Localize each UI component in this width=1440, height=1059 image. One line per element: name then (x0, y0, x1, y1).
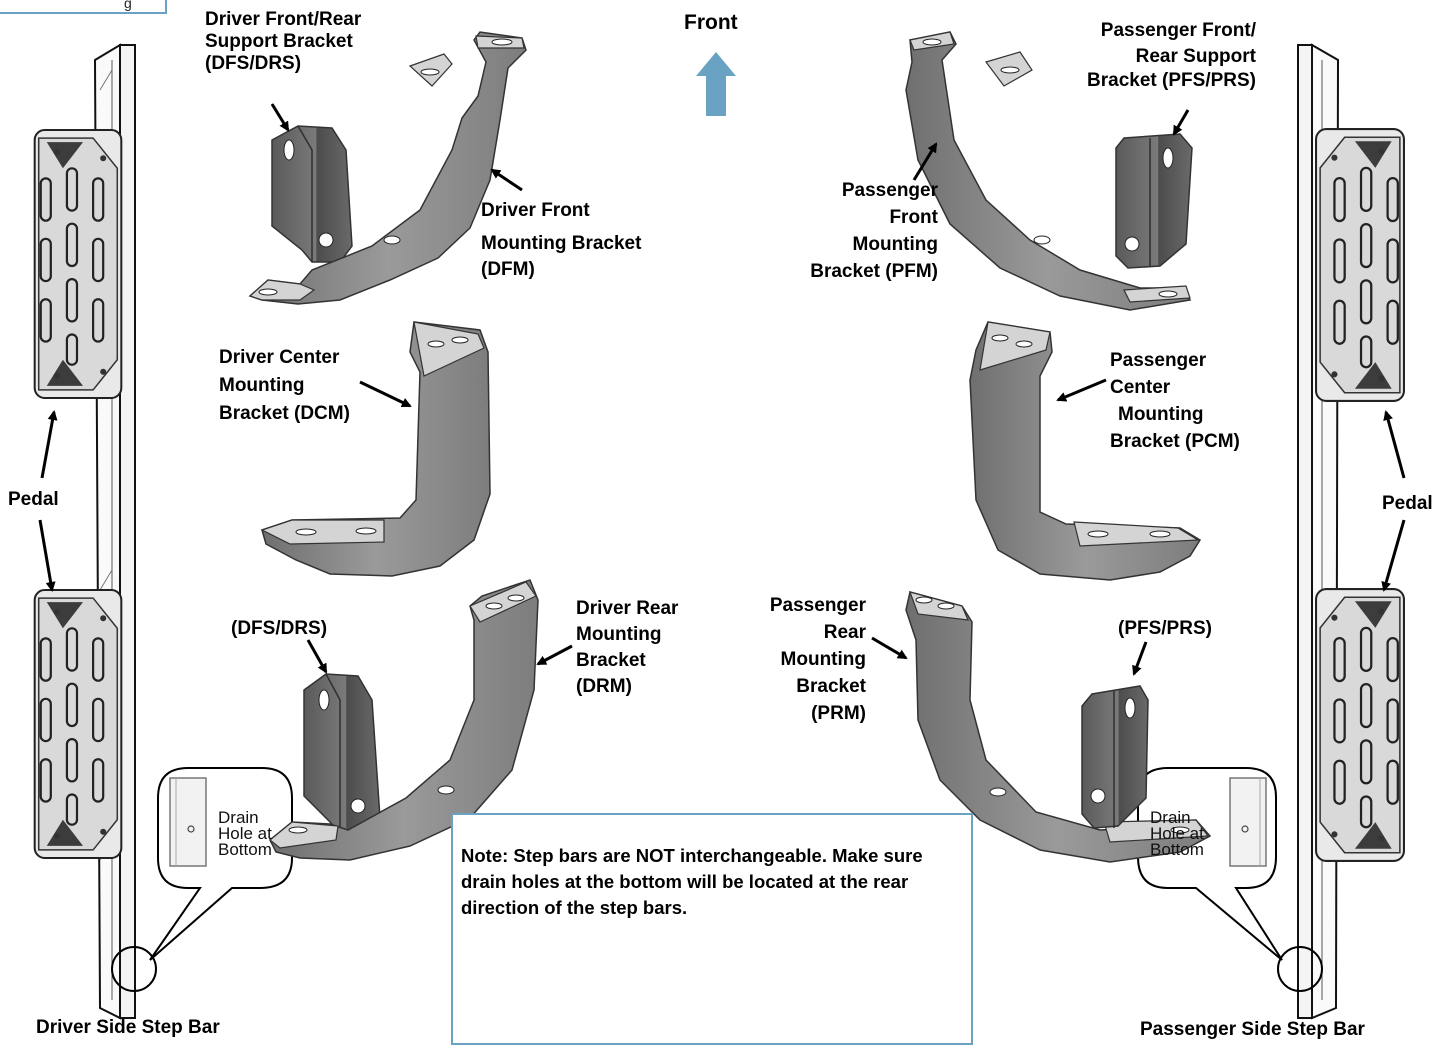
drain-callout-text-right: Drain Hole at Bottom (1150, 808, 1204, 859)
note-box: Note: Step bars are NOT interchangeable.… (451, 813, 973, 1045)
drain-hole-circle-right (1277, 946, 1323, 992)
label-pcm: Passenger Center Mounting Bracket (PCM) (1110, 350, 1240, 453)
drain-callout-right (1137, 767, 1283, 961)
driver-pedal-lower (33, 588, 123, 860)
label-dfs-drs-top: Driver Front/Rear Support Bracket (DFS/D… (205, 9, 361, 75)
label-line: Bracket (576, 650, 646, 671)
passenger-center-mounting-bracket (969, 321, 1202, 581)
passenger-step-bar (1277, 43, 1406, 1020)
label-line: Bracket (PCM) (1110, 431, 1240, 452)
driver-front-mounting-bracket (248, 31, 527, 305)
label-pedal-right: Pedal (1382, 493, 1433, 514)
label-line: Bracket (796, 676, 866, 697)
passenger-support-bracket-top (1115, 133, 1193, 269)
label-line: (DFS/DRS) (205, 53, 302, 74)
passenger-rear-mounting-bracket (905, 591, 1212, 863)
corner-tab-text: g (124, 0, 132, 11)
label-dcm: Driver Center Mounting Bracket (DCM) (219, 347, 350, 425)
label-line: Front (889, 207, 938, 228)
label-line: Passenger Front/ (1100, 20, 1256, 41)
label-dfs-drs-bottom: (DFS/DRS) (231, 618, 328, 639)
label-line: Bracket (PFM) (810, 261, 938, 282)
label-line: (DFM) (481, 259, 535, 280)
label-prm: Passenger Rear Mounting Bracket (PRM) (756, 595, 866, 725)
label-line: Passenger (1110, 350, 1207, 371)
label-line: Mounting (1118, 404, 1204, 425)
label-line: Driver Rear (576, 598, 679, 619)
passenger-front-mounting-bracket (905, 31, 1192, 311)
label-line: Mounting (852, 234, 938, 255)
callout-line: Hole at (218, 824, 272, 843)
label-line: Passenger (841, 180, 938, 201)
front-arrow (696, 52, 736, 116)
label-line: Driver Front (481, 200, 590, 221)
driver-support-bracket-top (271, 125, 353, 263)
label-line: Passenger (769, 595, 866, 616)
label-pfs-prs-top: Passenger Front/ Rear Support Bracket (P… (1060, 20, 1256, 92)
driver-pedal-upper (33, 128, 123, 400)
label-line: Rear Support (1135, 46, 1256, 67)
passenger-support-bracket-bottom (1081, 685, 1149, 829)
label-line: Bracket (PFS/PRS) (1087, 70, 1256, 91)
label-pfs-prs-bottom: (PFS/PRS) (1118, 618, 1212, 639)
passenger-pedal-upper (1314, 127, 1406, 403)
label-line: Bracket (DCM) (219, 403, 350, 424)
callout-line: Drain (218, 808, 259, 827)
label-line: Mounting (780, 649, 866, 670)
driver-rear-mounting-bracket (269, 579, 539, 861)
callout-line: Bottom (218, 840, 272, 859)
driver-center-mounting-bracket (260, 321, 491, 577)
callout-line: Hole at (1150, 824, 1204, 843)
note-text: Note: Step bars are NOT interchangeable.… (461, 845, 923, 918)
label-driver-step-bar: Driver Side Step Bar (36, 1017, 220, 1038)
label-passenger-step-bar: Passenger Side Step Bar (1140, 1019, 1365, 1040)
drain-callout-left (149, 767, 293, 961)
drain-hole-circle-left (111, 946, 157, 992)
label-line: Support Bracket (205, 31, 353, 52)
callout-line: Bottom (1150, 840, 1204, 859)
passenger-pedal-lower (1314, 587, 1406, 863)
label-line: Center (1110, 377, 1171, 398)
label-pfm: Passenger Front Mounting Bracket (PFM) (782, 180, 938, 283)
label-line: Mounting (219, 375, 305, 396)
label-line: (PRM) (811, 703, 866, 724)
drain-callout-text-left: Drain Hole at Bottom (218, 808, 272, 859)
driver-support-bracket-bottom (303, 673, 381, 835)
callout-line: Drain (1150, 808, 1191, 827)
label-dfm: Driver Front Mounting Bracket (DFM) (481, 200, 641, 281)
driver-step-bar (33, 43, 157, 1020)
label-line: Driver Center (219, 347, 340, 368)
label-line: Rear (823, 622, 866, 643)
label-line: Mounting Bracket (481, 233, 642, 254)
label-line: (DRM) (576, 676, 632, 697)
front-label: Front (684, 11, 738, 34)
label-line: Driver Front/Rear (205, 9, 362, 30)
label-pedal-left: Pedal (8, 489, 59, 510)
label-line: Mounting (576, 624, 662, 645)
pointer-arrows (38, 103, 1406, 676)
corner-tab-box: g (0, 0, 167, 14)
label-drm: Driver Rear Mounting Bracket (DRM) (576, 598, 678, 698)
